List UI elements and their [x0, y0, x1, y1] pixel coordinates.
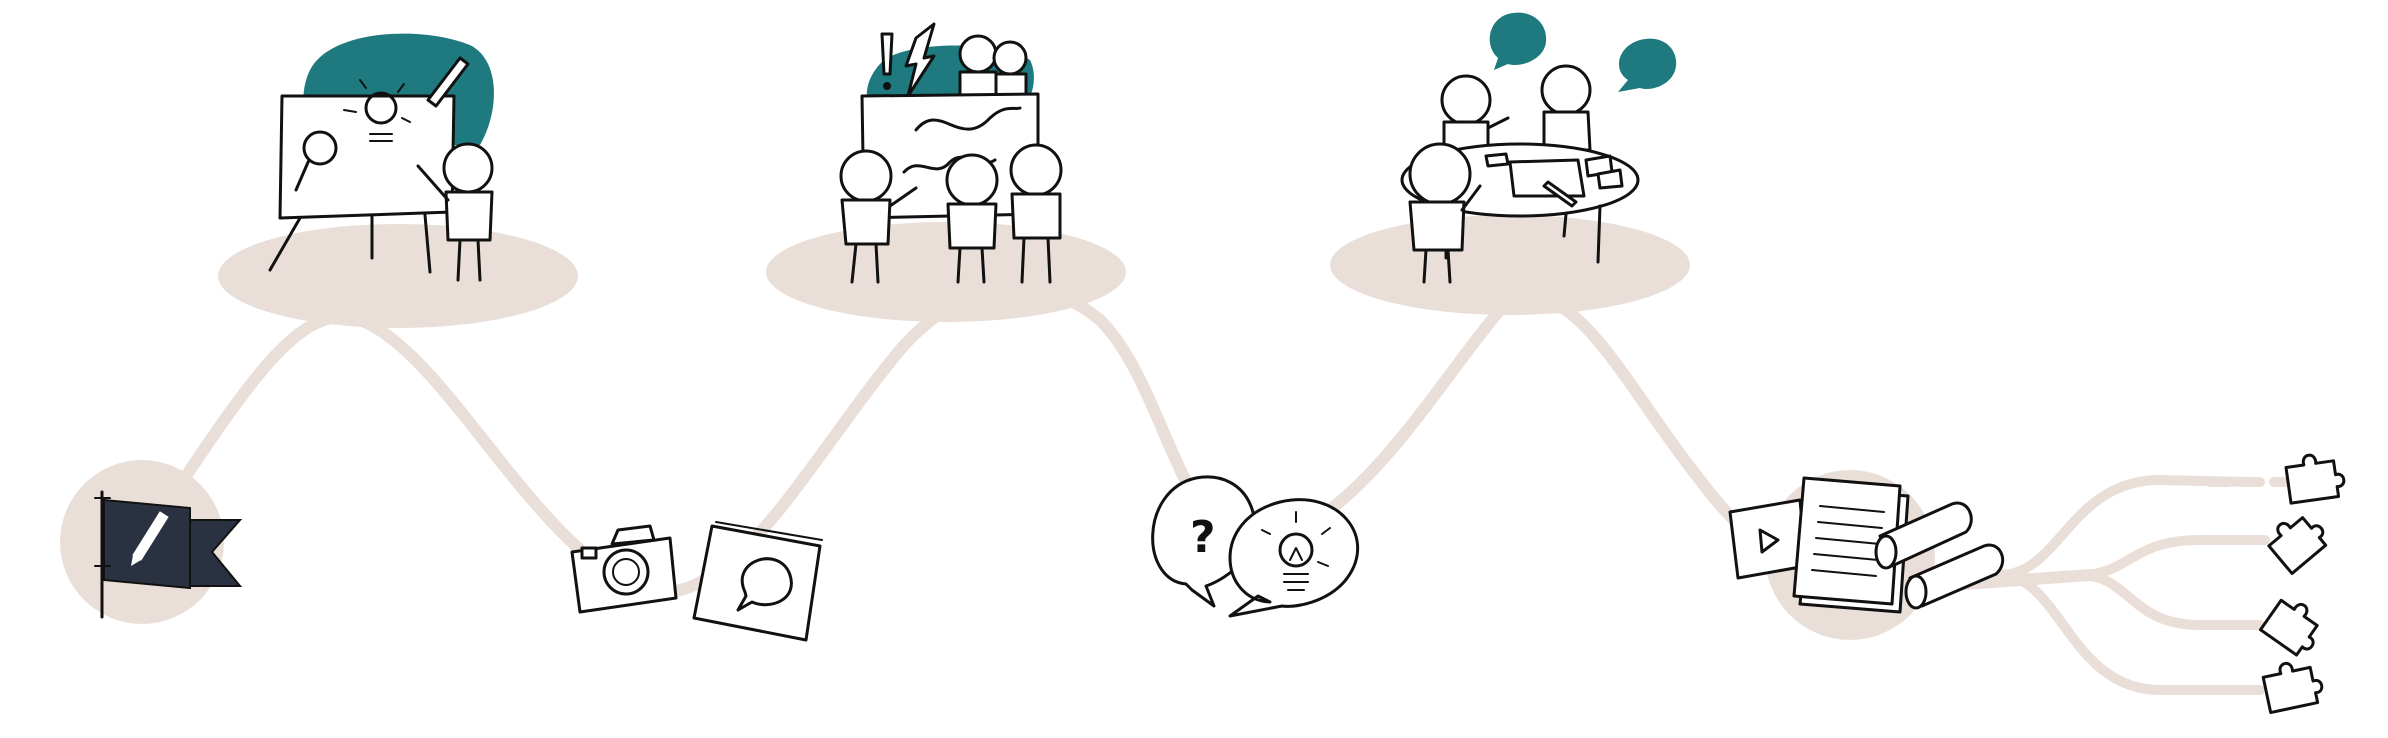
presenter-whiteboard-icon	[268, 33, 494, 282]
question-mark-glyph: ?	[1190, 512, 1216, 563]
lightbulb-bubble-icon	[1228, 498, 1360, 618]
camera-icon	[570, 524, 678, 614]
video-card-icon	[1728, 498, 1808, 580]
platform-2	[766, 222, 1126, 322]
pencil-icon	[131, 511, 169, 566]
group-at-board-icon	[839, 22, 1063, 284]
speech-bubble-accent-2	[1618, 38, 1677, 92]
platform-1	[218, 224, 578, 328]
path-segment-1	[144, 282, 2096, 599]
document-stack-icon	[1792, 476, 1910, 614]
puzzle-piece-icon	[2259, 598, 2319, 657]
branch-3	[2075, 570, 2255, 630]
branch-dashes	[2205, 477, 2290, 695]
journal-speech-icon	[692, 521, 823, 642]
journey-path	[144, 282, 2290, 695]
puzzle-piece-icon	[2284, 453, 2346, 505]
speech-bubble-accent-1	[1489, 12, 1547, 70]
platform-3	[1330, 215, 1690, 315]
branch-4	[1995, 570, 2255, 695]
flag-with-pencil-icon	[94, 490, 243, 619]
puzzle-piece-icon	[2267, 516, 2328, 575]
question-bubble-icon: ?	[1151, 475, 1256, 608]
team-at-table-icon	[1400, 12, 1677, 284]
puzzle-piece-icon	[2261, 662, 2324, 715]
branch-1	[1995, 474, 2255, 580]
branch-2	[2075, 535, 2265, 580]
puzzle-pieces	[2259, 453, 2346, 715]
scroll-roll-icon	[1874, 501, 2005, 610]
